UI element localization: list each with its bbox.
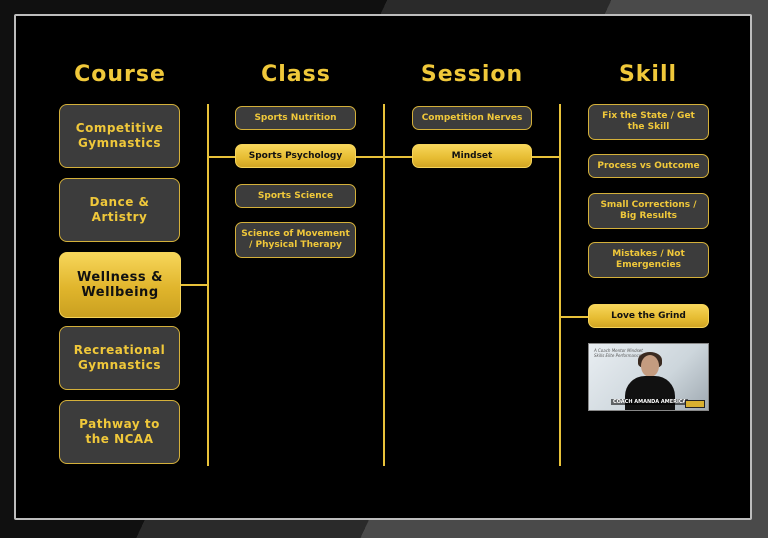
video-logo-badge (685, 400, 705, 408)
connector-skill-left (559, 316, 588, 318)
class-science-of-movement[interactable]: Science of Movement / Physical Therapy (235, 222, 356, 258)
connector-class-left (207, 156, 235, 158)
column-title-session: Session (420, 62, 524, 87)
course-recreational-gymnastics[interactable]: Recreational Gymnastics (59, 326, 180, 390)
connector-course-class (180, 284, 208, 286)
person-head (641, 355, 659, 377)
course-wellness-wellbeing[interactable]: Wellness & Wellbeing (59, 252, 181, 318)
class-sports-science[interactable]: Sports Science (235, 184, 356, 208)
skill-mistakes[interactable]: Mistakes / Not Emergencies (588, 242, 709, 278)
class-sports-psychology[interactable]: Sports Psychology (235, 144, 356, 168)
column-title-course: Course (74, 62, 166, 87)
skill-fix-the-state[interactable]: Fix the State / Get the Skill (588, 104, 709, 140)
connector-class-session (356, 156, 412, 158)
skill-process-vs-outcome[interactable]: Process vs Outcome (588, 154, 709, 178)
video-caption: COACH AMANDA AMERICA (611, 399, 689, 405)
column-divider-1 (207, 104, 209, 466)
skill-love-the-grind[interactable]: Love the Grind (588, 304, 709, 328)
video-thumbnail[interactable]: A Coach Mentor Mindset Skills Elite Perf… (588, 343, 709, 411)
video-overlay-text: A Coach Mentor Mindset Skills Elite Perf… (594, 348, 643, 358)
column-divider-3 (559, 104, 561, 466)
course-dance-artistry[interactable]: Dance & Artistry (59, 178, 180, 242)
skill-small-corrections[interactable]: Small Corrections / Big Results (588, 193, 709, 229)
connector-session-right (532, 156, 560, 158)
session-competition-nerves[interactable]: Competition Nerves (412, 106, 532, 130)
course-competitive-gymnastics[interactable]: Competitive Gymnastics (59, 104, 180, 168)
person-body (625, 376, 675, 410)
column-divider-2 (383, 104, 385, 466)
session-mindset[interactable]: Mindset (412, 144, 532, 168)
class-sports-nutrition[interactable]: Sports Nutrition (235, 106, 356, 130)
column-title-class: Class (261, 62, 331, 87)
course-pathway-ncaa[interactable]: Pathway to the NCAA (59, 400, 180, 464)
column-title-skill: Skill (618, 62, 678, 87)
